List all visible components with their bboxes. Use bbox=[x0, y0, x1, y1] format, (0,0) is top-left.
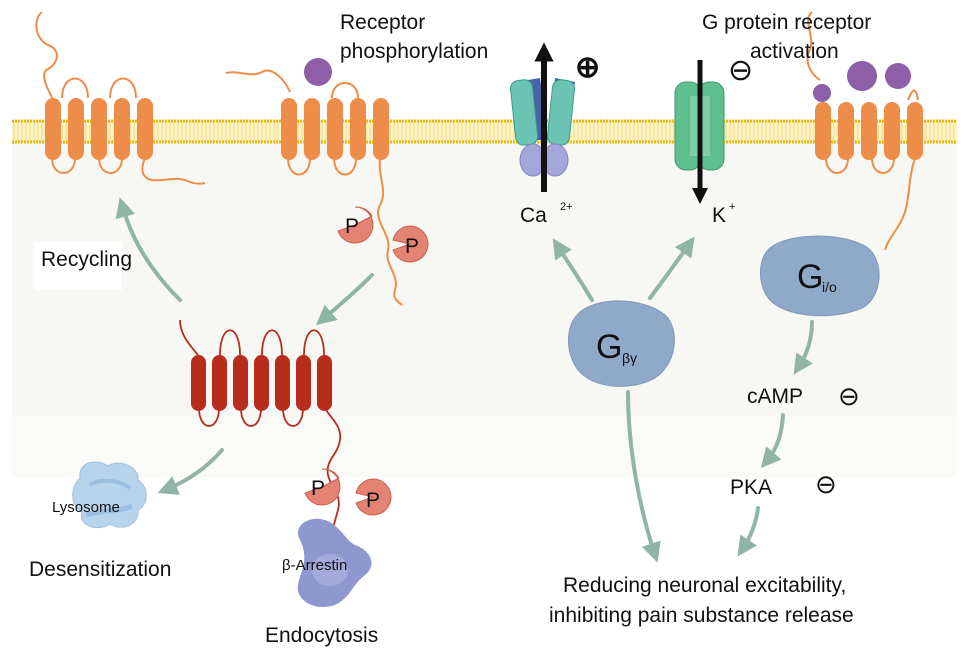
svg-text:G: G bbox=[797, 258, 823, 296]
beta-arrestin: β-Arrestin bbox=[282, 518, 372, 608]
arrow-to-lysosome bbox=[157, 448, 224, 495]
camp-effect-minus: ⊖ bbox=[838, 381, 860, 411]
arrow-gbg-to-k bbox=[648, 236, 695, 300]
svg-text:Lysosome: Lysosome bbox=[52, 499, 120, 516]
phosphate: P bbox=[337, 206, 374, 244]
camp-node: cAMP ⊖ bbox=[747, 381, 860, 411]
svg-text:P: P bbox=[366, 489, 380, 512]
svg-text:inhibiting pain substance rele: inhibiting pain substance release bbox=[549, 604, 854, 627]
svg-text:β-Arrestin: β-Arrestin bbox=[282, 557, 347, 574]
calcium-channel bbox=[510, 42, 575, 192]
phosphate-group-upper: P P bbox=[337, 206, 429, 263]
svg-text:PKA: PKA bbox=[730, 476, 772, 499]
svg-text:G: G bbox=[596, 328, 622, 366]
svg-text:K: K bbox=[712, 204, 726, 227]
svg-text:G protein receptor: G protein receptor bbox=[702, 11, 871, 34]
svg-text:P: P bbox=[311, 477, 325, 500]
pka-node: PKA ⊖ bbox=[730, 469, 837, 499]
lysosome: Lysosome bbox=[52, 461, 147, 528]
g-beta-gamma: G βγ bbox=[568, 300, 675, 387]
cytoplasm-lower bbox=[12, 417, 957, 477]
svg-text:Ca: Ca bbox=[520, 204, 547, 227]
svg-text:i/o: i/o bbox=[822, 279, 837, 295]
outcome-text: Reducing neuronal excitability, inhibiti… bbox=[549, 574, 854, 627]
receptor-phosphorylated bbox=[225, 58, 403, 306]
ligand bbox=[847, 61, 877, 91]
arrow-camp-to-pka bbox=[760, 413, 785, 469]
svg-text:Receptor: Receptor bbox=[340, 11, 425, 34]
ligand bbox=[885, 63, 911, 89]
svg-text:phosphorylation: phosphorylation bbox=[340, 40, 488, 63]
potassium-ion-label: K + bbox=[712, 201, 735, 227]
flow-arrows bbox=[115, 197, 814, 563]
svg-text:activation: activation bbox=[750, 40, 839, 63]
phosphate-group-lower: P P bbox=[304, 468, 392, 516]
ligand bbox=[304, 58, 332, 86]
receptor-recycled bbox=[35, 11, 206, 185]
g-i-o: G i/o bbox=[759, 235, 880, 317]
ca-effect-plus: ⊕ bbox=[575, 51, 600, 84]
arrow-recycling bbox=[115, 197, 182, 302]
arrow-to-internalized bbox=[315, 273, 374, 326]
potassium-channel bbox=[674, 60, 725, 205]
gpcr-activation-heading: G protein receptor activation bbox=[702, 11, 871, 63]
phosphate: P bbox=[304, 468, 341, 506]
svg-text:P: P bbox=[405, 235, 419, 258]
arrow-gbg-to-ca bbox=[552, 238, 594, 302]
endocytosis-label: Endocytosis bbox=[265, 624, 378, 647]
svg-text:+: + bbox=[729, 201, 735, 213]
arrow-gio-to-camp bbox=[793, 320, 814, 375]
ligand bbox=[813, 84, 831, 102]
phosphate: P bbox=[355, 478, 392, 516]
svg-text:Reducing neuronal excitability: Reducing neuronal excitability, bbox=[563, 574, 846, 597]
k-effect-minus: ⊖ bbox=[728, 54, 753, 87]
pka-effect-minus: ⊖ bbox=[815, 469, 837, 499]
arrow-pka-to-outcome bbox=[737, 506, 760, 557]
svg-text:P: P bbox=[345, 215, 359, 238]
phosphate: P bbox=[392, 225, 429, 263]
recycling-label: Recycling bbox=[41, 248, 132, 271]
receptor-phosphorylation-heading: Receptor phosphorylation bbox=[340, 11, 488, 63]
desensitization-label: Desensitization bbox=[29, 558, 171, 581]
receptor-internalized bbox=[179, 319, 342, 566]
arrow-gbg-to-outcome bbox=[626, 390, 661, 563]
receptor-activated bbox=[806, 11, 923, 251]
svg-text:cAMP: cAMP bbox=[747, 385, 803, 408]
calcium-ion-label: Ca 2+ bbox=[520, 201, 573, 227]
svg-text:2+: 2+ bbox=[560, 201, 573, 213]
svg-text:βγ: βγ bbox=[622, 350, 637, 366]
